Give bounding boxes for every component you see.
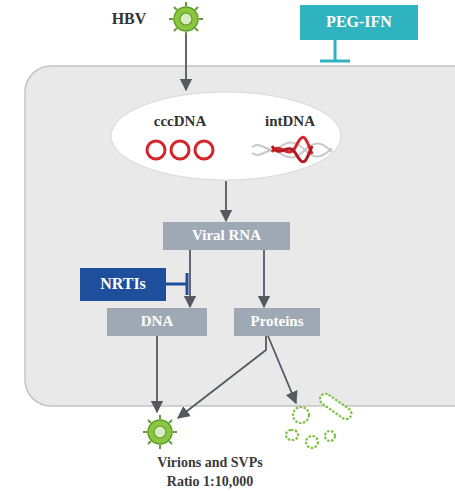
node-text: cccDNA (130, 113, 230, 130)
process-box: DNA (107, 308, 207, 336)
virion-icon (143, 415, 177, 449)
caption-label: Virions and SVPs (110, 455, 310, 471)
hbv-virus-icon (169, 2, 203, 36)
ellipse-shape (111, 92, 341, 180)
node-text: DNA (107, 313, 207, 330)
node-text: Viral RNA (163, 227, 290, 244)
process-box: Proteins (234, 308, 320, 336)
drug-box: PEG-IFN (300, 5, 418, 40)
release-arrows (157, 336, 296, 418)
nucleus-ellipse: cccDNA intDNA (110, 91, 342, 181)
node-text: Proteins (234, 313, 320, 330)
flow-arrow (189, 250, 191, 307)
nrti-inhibition (166, 273, 187, 295)
peg-ifn-inhibition (320, 40, 350, 61)
process-box: Viral RNA (163, 222, 290, 250)
node-text: PEG-IFN (300, 13, 418, 31)
node-text: NRTIs (80, 275, 166, 293)
caption-label: Ratio 1:10,000 (110, 474, 310, 490)
node-text: intDNA (240, 113, 340, 130)
flow-arrow (263, 250, 265, 307)
ellipse-outline (110, 91, 342, 181)
svp-icons (286, 392, 354, 448)
flow-arrow (225, 181, 227, 221)
drug-box: NRTIs (80, 268, 166, 301)
flow-arrow (185, 35, 187, 90)
virus-label-node: HBV (98, 4, 206, 35)
node-text: HBV (98, 10, 160, 28)
hepatocyte-cell (25, 66, 455, 406)
